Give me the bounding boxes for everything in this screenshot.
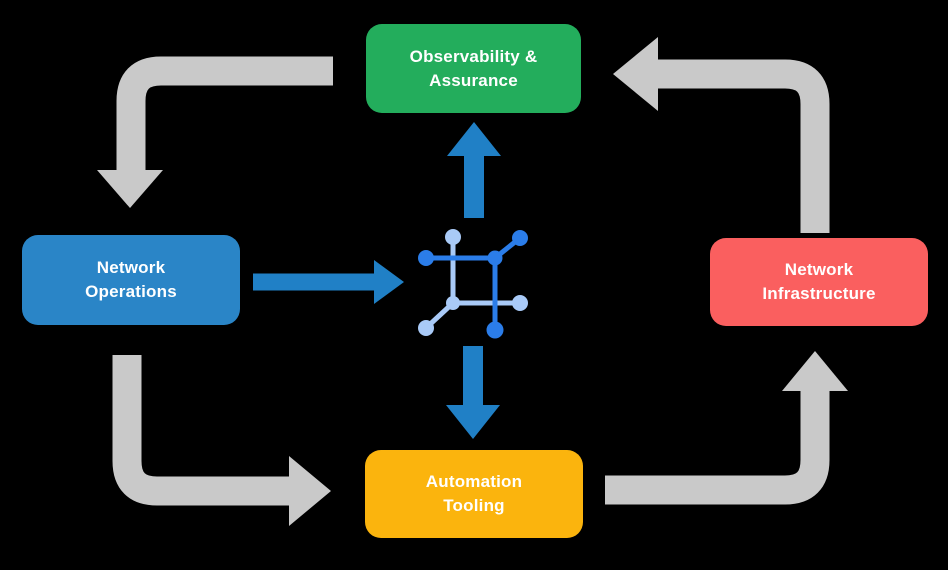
node-operations-label: Network Operations [85,258,177,301]
arrow-center-to-observability [447,122,501,218]
arrow-observability-to-operations [97,56,333,208]
arrow-infrastructure-to-observability [613,37,830,233]
node-infrastructure-label: Network Infrastructure [762,260,876,303]
node-automation-tooling: Automation Tooling [365,450,583,538]
arrow-center-to-automation [446,346,500,439]
arrow-operations-to-center [253,260,404,304]
node-observability-assurance: Observability & Assurance [366,24,581,113]
node-network-operations: Network Operations [22,235,240,325]
node-automation-label: Automation Tooling [425,472,523,515]
node-network-infrastructure: Network Infrastructure [710,238,928,326]
node-observability-label: Observability & Assurance [409,46,538,90]
arrow-automation-to-infrastructure [605,351,848,505]
network-mesh-icon [418,229,528,339]
arrow-operations-to-automation [112,355,331,526]
